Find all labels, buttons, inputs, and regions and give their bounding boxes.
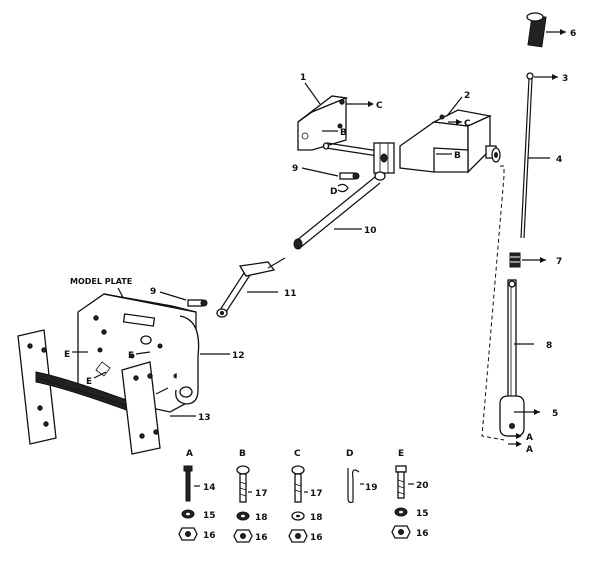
arrow-a2 (516, 441, 522, 447)
hw-part-b: 17 (255, 489, 268, 499)
callout-2: 2 (464, 91, 470, 101)
hw-letter-e: E (398, 449, 404, 459)
clevis-pin-9-lower (187, 299, 208, 307)
leader-e4 (155, 387, 169, 395)
callout-9b: 9 (150, 287, 156, 297)
hw-part-a: 14 (203, 483, 216, 493)
hw-nut-a: 16 (203, 531, 216, 541)
hw-letter-b: B (239, 449, 246, 459)
hw-part-e: 20 (416, 481, 429, 491)
leader-2 (446, 96, 463, 117)
tag-c2: C (464, 119, 471, 129)
callout-12: 12 (232, 351, 245, 361)
arrow-a1 (516, 433, 522, 439)
leader-1 (304, 82, 321, 105)
tag-a1: A (526, 433, 533, 443)
callout-1: 1 (300, 73, 306, 83)
hw-nut-b: 16 (255, 533, 268, 543)
leader-9a (301, 167, 339, 177)
hardware-col-d: D 19 (346, 449, 378, 504)
hardware-col-b: B 17 18 16 (233, 449, 268, 543)
callout-5: 5 (552, 409, 558, 419)
hardware-col-a: A 14 15 16 (178, 449, 216, 541)
hw-washer-b: 18 (255, 513, 268, 523)
callout-6: 6 (570, 29, 576, 39)
hardware-col-c: C 17 18 16 (288, 449, 323, 543)
arrow-6 (560, 29, 566, 35)
hw-washer-a: 15 (203, 511, 216, 521)
tag-b1: B (340, 128, 347, 138)
arrow-5 (534, 409, 540, 415)
hinge-clevis (373, 142, 395, 181)
hw-letter-c: C (294, 449, 301, 459)
callout-11: 11 (284, 289, 297, 299)
callout-9a: 9 (292, 164, 298, 174)
hw-letter-d: D (346, 449, 353, 459)
hw-letter-a: A (186, 449, 193, 459)
callout-10: 10 (364, 226, 377, 236)
pin-6 (526, 12, 547, 48)
leader-e3 (93, 371, 107, 379)
callout-4: 4 (556, 155, 562, 165)
arrow-7 (540, 257, 546, 263)
lift-lever-11 (216, 257, 286, 318)
tag-c1: C (376, 101, 383, 111)
tag-e3: E (86, 377, 92, 387)
callout-8: 8 (546, 341, 552, 351)
hw-nut-e: 16 (416, 529, 429, 539)
callout-3: 3 (562, 74, 568, 84)
tag-d: D (330, 187, 337, 197)
upper-link-rod-4 (520, 72, 534, 239)
tag-e2: E (128, 351, 134, 361)
spring-7 (509, 252, 521, 268)
hw-washer-c: 18 (310, 513, 323, 523)
tag-b2: B (454, 151, 461, 161)
hairpin-d (337, 183, 349, 193)
tag-a2: A (526, 445, 533, 455)
leader-e2 (135, 351, 151, 355)
hw-washer-e: 15 (416, 509, 429, 519)
callout-7: 7 (556, 257, 562, 267)
hw-part-d: 19 (365, 483, 378, 493)
lower-link-8 (499, 279, 525, 437)
alignment-dashed-line (481, 165, 505, 441)
bracket-part-1 (297, 95, 349, 151)
arrow-c2 (456, 119, 462, 125)
hardware-col-e: E 20 15 16 (391, 449, 429, 539)
hw-nut-c: 16 (310, 533, 323, 543)
model-plate-label: MODEL PLATE (70, 277, 132, 286)
leader-9b (159, 291, 187, 301)
hitch-plates-13 (17, 329, 161, 455)
tag-e1: E (64, 350, 70, 360)
arrow-c1 (368, 101, 374, 107)
hw-part-c: 17 (310, 489, 323, 499)
bracket-part-2 (399, 109, 501, 174)
callout-13: 13 (198, 413, 211, 423)
arrow-3 (552, 74, 558, 80)
clevis-pin-9-upper (339, 172, 360, 180)
lift-rod-10 (293, 176, 381, 250)
mount-frame-12 (77, 293, 200, 413)
